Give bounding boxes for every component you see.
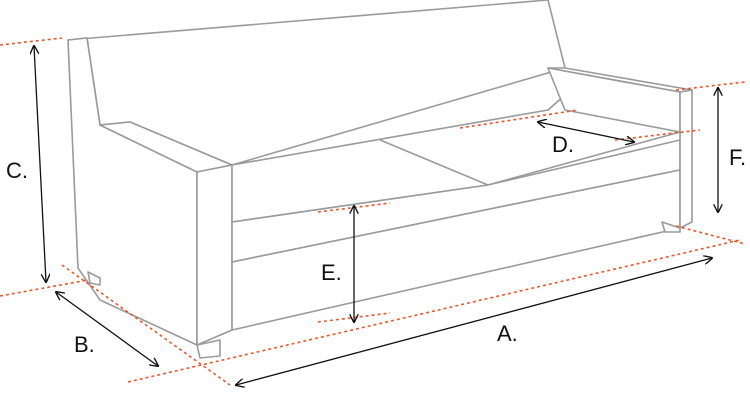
dimension-b-arrow [56, 292, 158, 366]
label-e: E. [321, 260, 342, 285]
label-a: A. [497, 321, 518, 346]
label-f: F. [729, 145, 747, 170]
front-left-foot [196, 339, 221, 359]
label-c: C. [6, 158, 28, 183]
dimension-d-arrow [538, 122, 634, 142]
dimension-a-arrow [236, 258, 712, 385]
back-left-foot [87, 271, 101, 286]
label-d: D. [552, 132, 574, 157]
label-b: B. [74, 332, 95, 357]
front-right-foot [661, 221, 681, 233]
dimension-c-arrow [34, 46, 46, 282]
left-arm-front [196, 164, 233, 346]
cushion-divider [379, 139, 489, 186]
right-arm-front [679, 89, 693, 229]
